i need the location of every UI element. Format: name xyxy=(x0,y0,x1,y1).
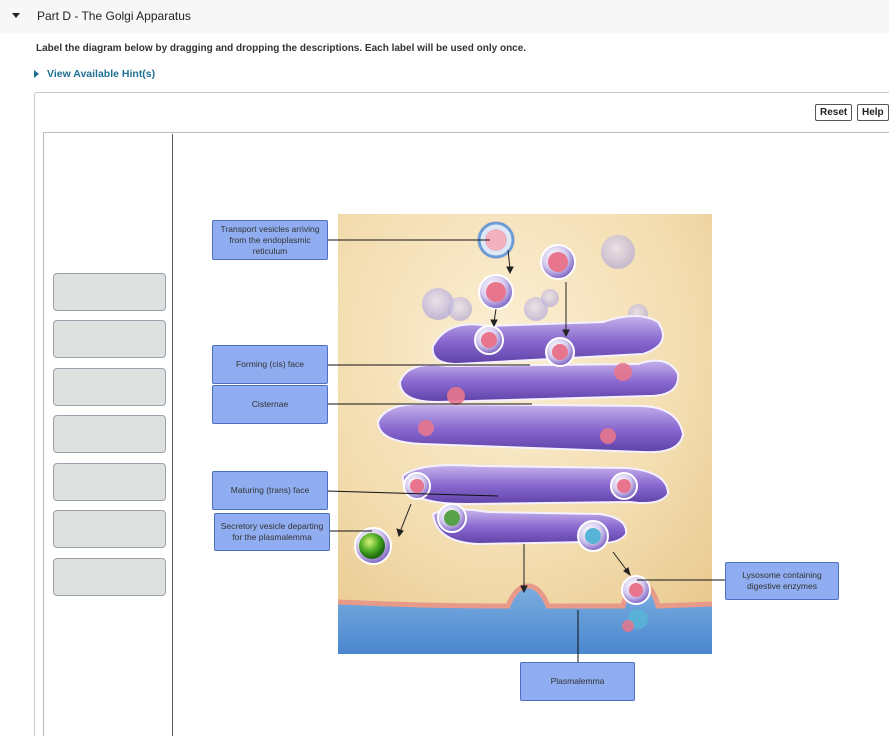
view-hints-label: View Available Hint(s) xyxy=(47,68,156,80)
empty-label-slot[interactable] xyxy=(53,558,166,596)
view-hints-link[interactable]: View Available Hint(s) xyxy=(34,68,155,80)
empty-label-slot[interactable] xyxy=(53,510,166,548)
empty-label-slot[interactable] xyxy=(53,368,166,406)
reset-button[interactable]: Reset xyxy=(815,104,853,121)
empty-label-slot[interactable] xyxy=(53,463,166,501)
activity-workspace xyxy=(34,92,889,736)
label-tray xyxy=(45,134,173,736)
label-cisternae[interactable]: Cisternae xyxy=(212,385,328,424)
part-prefix: Part D xyxy=(37,9,72,23)
label-plasmalemma[interactable]: Plasmalemma xyxy=(520,662,635,701)
empty-label-slot[interactable] xyxy=(53,320,166,358)
labeling-canvas xyxy=(43,132,889,736)
golgi-apparatus-illustration xyxy=(338,214,712,654)
instructions-text: Label the diagram below by dragging and … xyxy=(36,43,527,54)
label-maturing-trans-face[interactable]: Maturing (trans) face xyxy=(212,471,328,510)
collapse-caret-icon[interactable] xyxy=(12,13,20,18)
label-forming-cis-face[interactable]: Forming (cis) face xyxy=(212,345,328,384)
help-button[interactable]: Help xyxy=(857,104,889,121)
empty-label-slot[interactable] xyxy=(53,415,166,453)
label-transport-vesicles[interactable]: Transport vesicles arriving from the end… xyxy=(212,220,328,260)
empty-label-slot[interactable] xyxy=(53,273,166,311)
part-header[interactable]: Part D - The Golgi Apparatus xyxy=(0,0,889,33)
part-title: Part D - The Golgi Apparatus xyxy=(37,9,191,23)
expand-caret-icon xyxy=(34,70,39,78)
label-secretory-vesicle[interactable]: Secretory vesicle departing for the plas… xyxy=(214,513,330,551)
label-lysosome[interactable]: Lysosome containing digestive enzymes xyxy=(725,562,839,600)
part-separator: - xyxy=(71,9,82,23)
part-name: The Golgi Apparatus xyxy=(81,9,191,23)
